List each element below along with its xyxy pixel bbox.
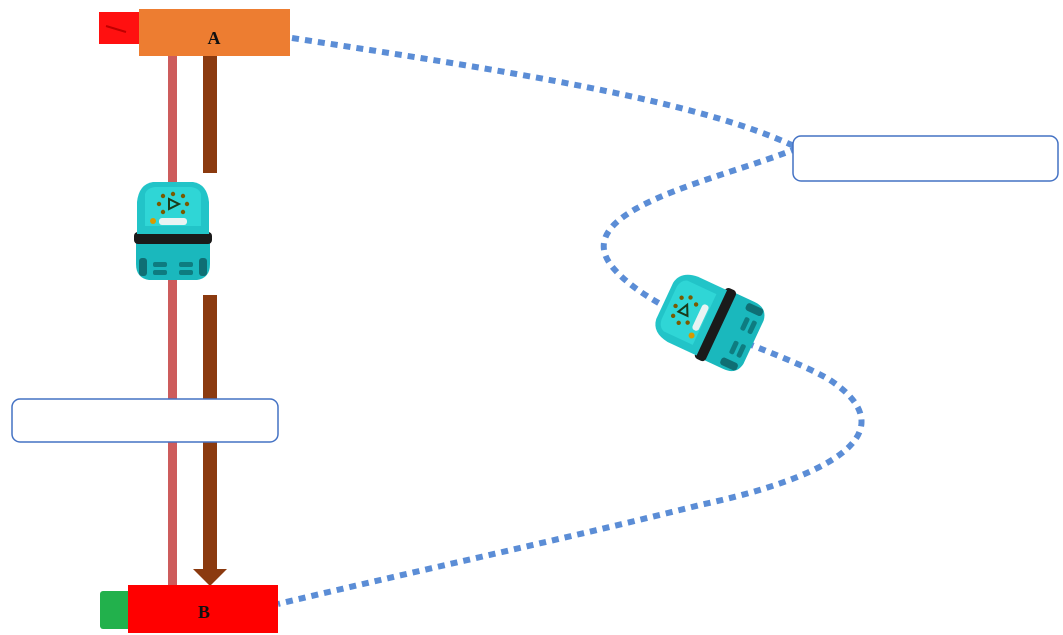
point-b-label: B — [198, 602, 210, 622]
label-box-left — [11, 398, 279, 443]
arrow-head — [193, 569, 227, 586]
point-b-box — [128, 585, 278, 633]
point-a-box — [139, 9, 290, 56]
robot-curved-icon — [647, 264, 771, 379]
straight-path-line — [168, 56, 177, 586]
arrow-segment-top — [203, 56, 217, 173]
label-box-right — [792, 135, 1059, 182]
point-b-tab — [100, 591, 132, 629]
point-a-tab — [99, 12, 143, 44]
point-a-tab-mark — [105, 25, 127, 33]
curved-path — [277, 35, 865, 607]
point-a-label: A — [208, 28, 221, 48]
robot-straight-icon — [133, 181, 213, 281]
